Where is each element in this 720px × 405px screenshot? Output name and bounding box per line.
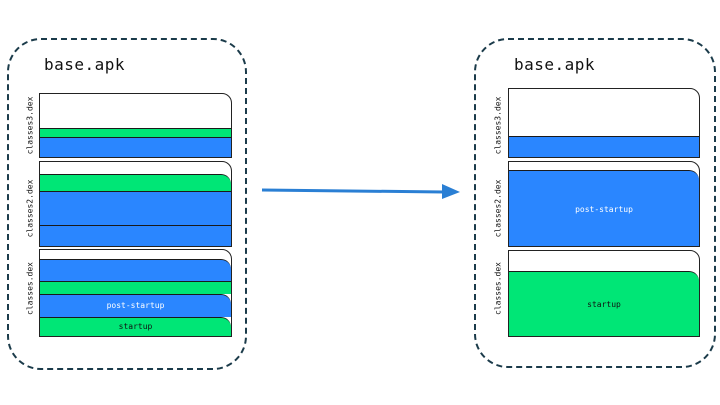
dex1-after: startup xyxy=(508,250,700,337)
dex1-before-post-startup-label: post-startup xyxy=(106,301,165,310)
arrow-shaft xyxy=(261,188,445,194)
dex1-before-startup-label: startup xyxy=(118,322,153,331)
apk-before-title: base.apk xyxy=(44,55,126,74)
dex2-before-post-startup-segment-a xyxy=(40,191,231,225)
dex2-after-post-startup-segment: post-startup xyxy=(509,170,699,246)
dex1-before-post-startup-segment: post-startup xyxy=(40,294,231,317)
dex3-before xyxy=(39,93,232,158)
dex1-before: post-startup startup xyxy=(39,249,232,337)
dex1-before-post-startup-segment-a xyxy=(40,259,231,281)
apk-after-container xyxy=(474,38,716,368)
dex3-after xyxy=(508,88,700,158)
dex2-before-startup-segment xyxy=(40,174,231,191)
dex3-after-post-startup-segment xyxy=(509,136,699,157)
apk-before-container xyxy=(7,38,247,370)
dex2-before-post-startup-segment-b xyxy=(40,225,231,246)
dex3-after-label: classes3.dex xyxy=(493,96,503,155)
dex2-after: post-startup xyxy=(508,161,700,247)
dex1-after-startup-label: startup xyxy=(587,300,621,309)
dex2-before xyxy=(39,161,232,247)
dex2-before-label: classes2.dex xyxy=(25,179,35,238)
dex3-before-startup-segment xyxy=(40,128,231,137)
dex1-after-label: classes.dex xyxy=(493,262,503,315)
arrow-head xyxy=(442,184,460,199)
dex2-after-label: classes2.dex xyxy=(493,179,503,238)
dex1-before-startup-segment-a xyxy=(40,281,231,294)
dex3-before-label: classes3.dex xyxy=(25,96,35,155)
dex1-after-startup-segment: startup xyxy=(509,271,699,336)
dex2-after-post-startup-label: post-startup xyxy=(575,205,633,214)
dex1-before-startup-segment: startup xyxy=(40,317,231,336)
dex1-before-label: classes.dex xyxy=(25,262,35,315)
dex3-before-post-startup-segment xyxy=(40,137,231,157)
apk-after-title: base.apk xyxy=(514,55,596,74)
transform-arrow xyxy=(261,184,460,199)
